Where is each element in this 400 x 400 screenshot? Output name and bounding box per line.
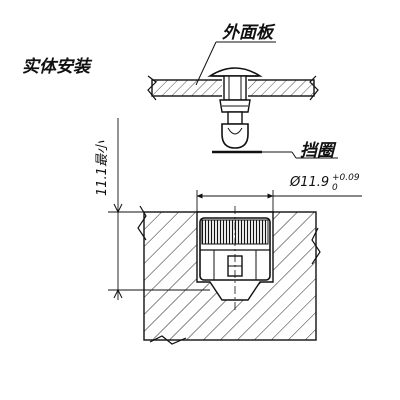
svg-text:Ø11.9: Ø11.9 [289,175,329,190]
diameter-value: 11.9 [300,175,329,190]
retaining-ring-label: 挡圈 [300,141,337,161]
diameter-tolerance: Ø11.9 +0.09 0 [289,173,360,193]
outer-panel-label: 外面板 [221,23,276,43]
depth-dimension [108,118,210,300]
tolerance-lower: 0 [332,183,338,193]
diameter-symbol: Ø [289,175,301,190]
min-depth-label: 11.1最小 [95,140,110,196]
outer-panel-leader [195,41,276,86]
retaining-ring-leader [262,151,338,159]
screw-fastener [207,67,263,149]
tolerance-upper: +0.09 [332,173,360,183]
title-text: 实体安装 [22,57,93,77]
diameter-dimension [196,190,362,212]
